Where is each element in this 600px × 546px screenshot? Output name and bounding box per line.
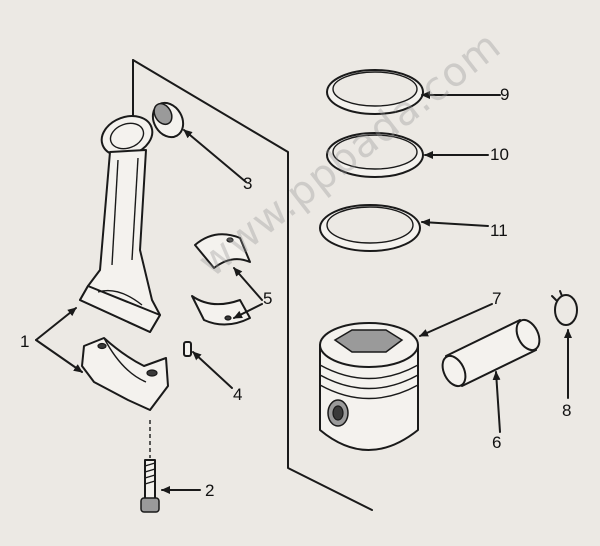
callout-9: 9 bbox=[500, 85, 510, 104]
piston bbox=[319, 322, 419, 451]
callout-10: 10 bbox=[490, 145, 509, 164]
rod-bolt bbox=[140, 420, 160, 513]
callout-1: 1 bbox=[20, 332, 30, 351]
connecting-rod-cap bbox=[81, 337, 169, 411]
piston-pin-bushing bbox=[151, 101, 185, 139]
callout-3: 3 bbox=[243, 174, 253, 193]
leader-arrows bbox=[35, 91, 572, 494]
callout-11: 11 bbox=[490, 221, 508, 240]
assembly-frame-line bbox=[132, 59, 373, 511]
callout-6: 6 bbox=[492, 433, 502, 452]
callout-2: 2 bbox=[205, 481, 215, 500]
callout-4: 4 bbox=[233, 385, 243, 404]
snap-ring bbox=[551, 290, 578, 326]
piston-pin bbox=[441, 318, 541, 388]
dowel-pin bbox=[183, 341, 192, 357]
callout-5: 5 bbox=[263, 289, 273, 308]
connecting-rod bbox=[79, 115, 161, 333]
callout-8: 8 bbox=[562, 401, 572, 420]
bearing-shells bbox=[191, 233, 251, 326]
callout-7: 7 bbox=[492, 289, 502, 308]
piston-rings bbox=[319, 69, 424, 252]
